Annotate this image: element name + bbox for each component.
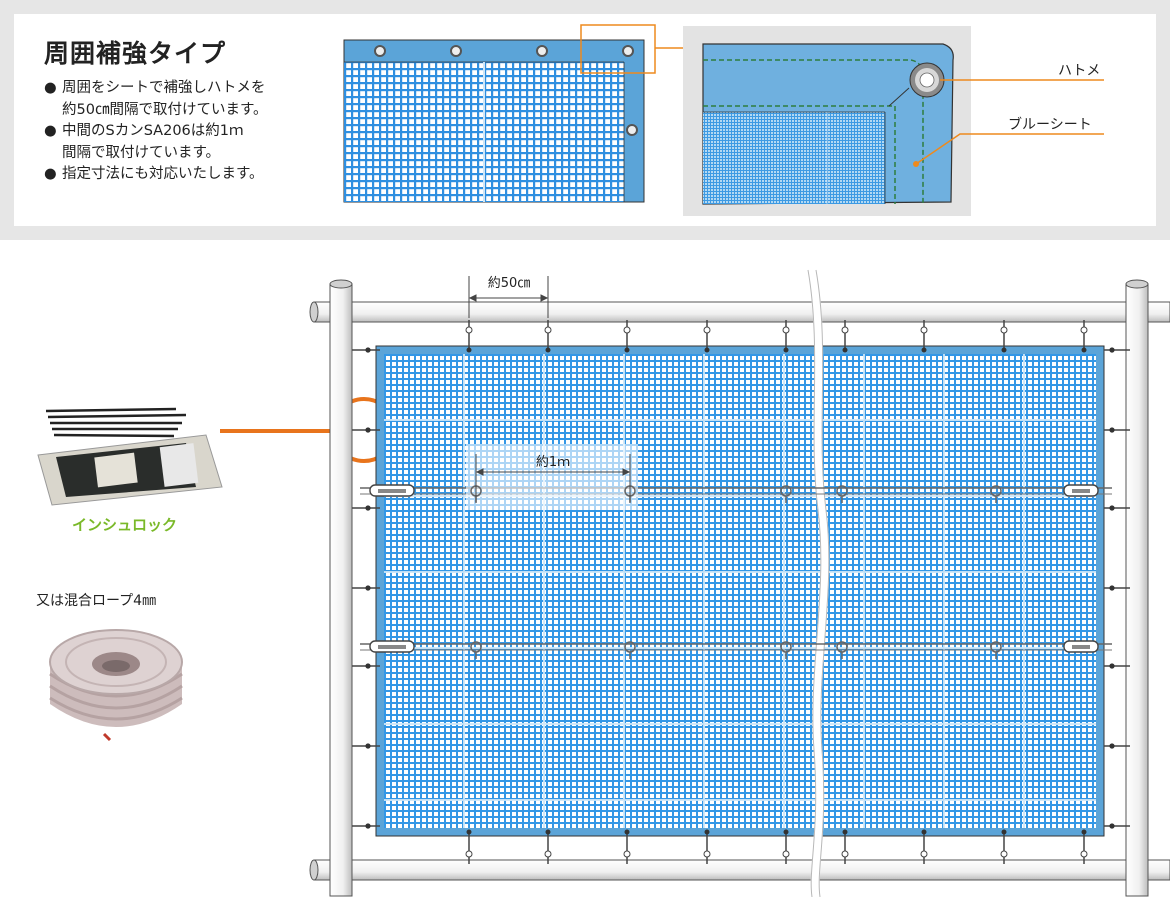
turnbuckle-icon — [369, 484, 415, 497]
grommet-icon — [920, 320, 928, 353]
feature-item: ● 中間のSカンSA206は約1ｍ 間隔で取付けています。 — [44, 121, 268, 164]
s-hook-icon — [624, 641, 636, 659]
grommet-icon — [465, 829, 473, 864]
tie-rope — [815, 269, 830, 897]
grommet-icon — [1104, 427, 1130, 433]
page-title: 周囲補強タイプ — [44, 39, 227, 68]
grommet-icon — [352, 743, 380, 749]
tie-rope — [807, 269, 830, 897]
dimension-highlight — [466, 444, 638, 510]
grommet-icon — [352, 347, 380, 353]
grommet-icon — [465, 320, 473, 353]
feature-text-line1: 中間のSカンSA206は約1ｍ — [62, 123, 244, 139]
grommet-label: ハトメ — [1058, 63, 1101, 79]
grommet-icon — [352, 427, 380, 433]
grommet-detail-illustration — [702, 43, 954, 205]
rope-coil-image — [49, 629, 183, 742]
feature-text-line2: 間隔で取付けています。 — [62, 144, 221, 161]
detail-leader-lines — [915, 79, 1104, 165]
grommet-icon — [1080, 829, 1088, 864]
grommet-icon — [782, 829, 790, 864]
grommet-icon — [374, 45, 638, 136]
corner-sample-illustration — [343, 39, 645, 203]
s-hook-icon — [780, 485, 792, 503]
blue-sheet — [375, 345, 1105, 837]
s-hook-icon — [990, 641, 1002, 659]
scaffold-pipe — [329, 279, 1149, 897]
s-hook-icon — [836, 641, 848, 659]
feature-text-line1: 周囲をシートで補強しハトメを — [62, 80, 266, 96]
feature-item: ● 指定寸法にも対応いたします。 — [44, 164, 268, 186]
turnbuckle-icon — [1063, 640, 1099, 653]
insulock-product-image — [37, 407, 223, 506]
s-hook-icon — [836, 485, 848, 503]
feature-item: ● 周囲をシートで補強しハトメを 約50㎝間隔で取付けています。 — [44, 78, 268, 121]
rope-coil-icon — [49, 629, 183, 742]
grommet-icon — [1000, 829, 1008, 864]
hook-spacing-label: 約1ｍ — [536, 455, 570, 470]
grommet-icon — [544, 320, 552, 353]
grommet-icon — [352, 585, 380, 591]
grommet-icon — [1080, 320, 1088, 353]
bullet-icon: ● — [44, 123, 57, 139]
grommet-icon — [1104, 347, 1130, 353]
grommet-icon — [352, 505, 380, 511]
grommet-icon — [1104, 663, 1130, 669]
grommet-icon — [920, 829, 928, 864]
grommet-icon — [841, 829, 849, 864]
tie-rope — [807, 269, 822, 897]
s-hook-icon — [990, 485, 1002, 503]
grommet-icon — [623, 320, 631, 353]
feature-text-line2: 約50㎝間隔で取付けています。 — [62, 101, 268, 118]
grommet-icon — [909, 62, 945, 98]
grommet-icon — [1104, 743, 1130, 749]
grommet-icon — [841, 320, 849, 353]
s-hook-icon — [780, 641, 792, 659]
grommet-icon — [544, 829, 552, 864]
grommet-icon — [1104, 823, 1130, 829]
feature-text-line1: 指定寸法にも対応いたします。 — [62, 166, 264, 182]
s-hook-icon — [470, 641, 482, 659]
feature-list: ● 周囲をシートで補強しハトメを 約50㎝間隔で取付けています。 ● 中間のSカ… — [44, 78, 268, 186]
blue-sheet-label: ブルーシート — [1008, 117, 1092, 133]
turnbuckle-icon — [1063, 484, 1099, 497]
grommet-icon — [703, 829, 711, 864]
callout-connector — [580, 24, 686, 74]
grommet-icon — [1104, 585, 1130, 591]
grommet-icon — [352, 823, 380, 829]
grommet-icon — [352, 663, 380, 669]
grommet-icon — [623, 829, 631, 864]
dimension-marker — [468, 276, 631, 502]
cable-tie-icon — [45, 407, 187, 438]
bullet-icon: ● — [44, 80, 57, 96]
bullet-icon: ● — [44, 166, 57, 182]
turnbuckle-icon — [369, 640, 415, 653]
installation-diagram: 約50㎝ 約1ｍ — [309, 269, 1170, 897]
grommet-icon — [703, 320, 711, 353]
scaffold-pipe — [309, 301, 1170, 881]
grommet-spacing-label: 約50㎝ — [488, 276, 531, 291]
rope-label: 又は混合ロープ4㎜ — [36, 593, 157, 609]
grommet-icon — [1104, 505, 1130, 511]
grommet-icon — [1000, 320, 1008, 353]
insulock-label: インシュロック — [72, 516, 178, 534]
grommet-icon — [782, 320, 790, 353]
